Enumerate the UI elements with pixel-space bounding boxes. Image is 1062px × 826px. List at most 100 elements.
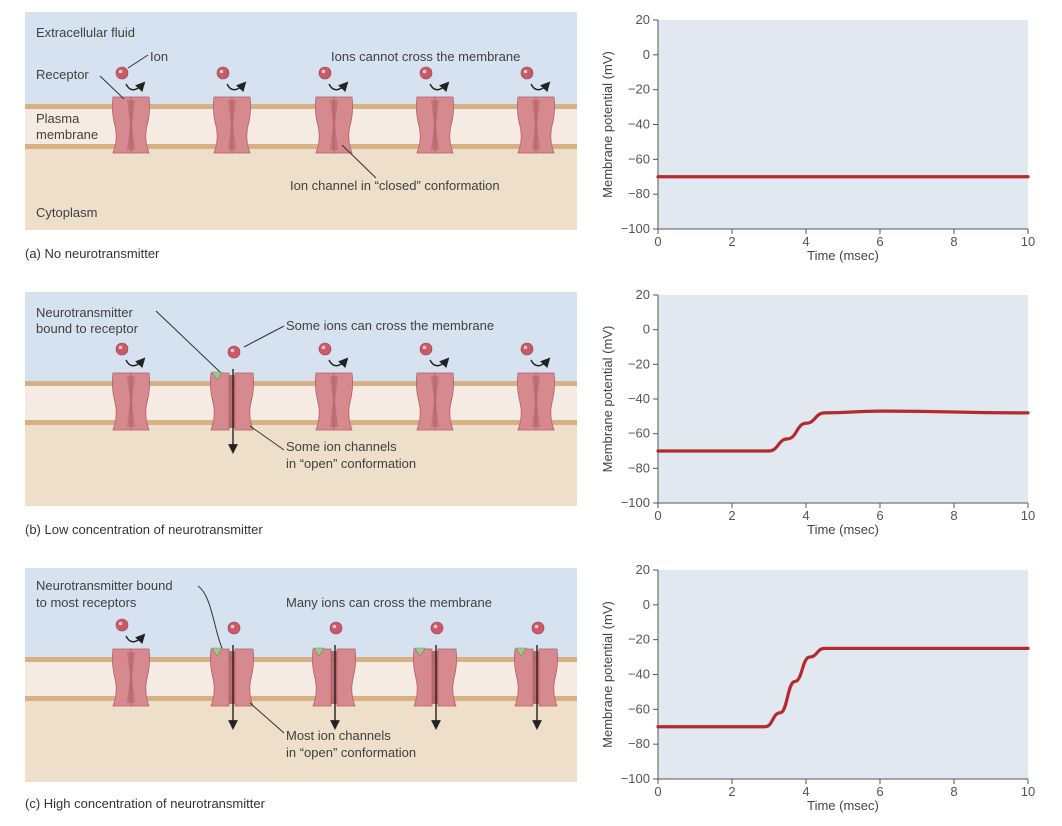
channel-pore	[229, 651, 235, 704]
ion-channels	[112, 618, 558, 730]
channel-subunit-right	[234, 372, 254, 431]
x-tick-label: 4	[802, 234, 809, 249]
closed-channel-leader-line	[341, 144, 377, 179]
x-tick-label: 6	[876, 234, 883, 249]
ion-bounce-arrow	[429, 81, 450, 93]
ion	[115, 342, 129, 356]
channel-pore	[330, 376, 338, 427]
y-axis-label: Membrane potential (mV)	[600, 326, 615, 473]
y-axis-label: Membrane potential (mV)	[600, 601, 615, 748]
open-ion-channel	[514, 621, 558, 730]
ion-highlight	[230, 624, 235, 629]
channel-subunit-left	[514, 648, 534, 707]
ion	[531, 621, 545, 635]
membrane-region	[25, 383, 577, 423]
label-open-channels-2: in “open” conformation	[286, 745, 416, 760]
channel-subunit-left	[517, 96, 537, 154]
neurotransmitter-leader-line	[197, 585, 223, 649]
channel-subunit-left	[517, 372, 537, 431]
ion-bounce-arrow	[125, 81, 146, 93]
membrane-potential-trace	[656, 409, 1030, 453]
y-tick-label: −40	[628, 391, 650, 406]
channel-subunit-right	[538, 648, 558, 707]
label-open-channels-2: in “open” conformation	[286, 456, 416, 471]
x-axis-label: Time (msec)	[807, 248, 879, 263]
y-tick-label: 20	[636, 12, 650, 27]
ion-bounce-arrow	[328, 357, 349, 369]
x-tick-label: 6	[876, 508, 883, 523]
neurotransmitter	[313, 647, 325, 657]
ion-bounce-arrow	[429, 357, 450, 369]
channel-pore	[331, 651, 337, 704]
x-tick-label: 8	[950, 784, 957, 799]
channel-pore	[127, 376, 135, 427]
cytoplasm-region	[25, 699, 577, 782]
x-tick-label: 4	[802, 784, 809, 799]
y-tick-label: −80	[628, 186, 650, 201]
x-tick-label: 10	[1021, 508, 1035, 523]
channel-subunit-right	[130, 648, 150, 707]
label-closed-channel: Ion channel in “closed” conformation	[290, 178, 500, 193]
extracellular-fluid-region	[25, 12, 577, 105]
caption-c: (c) High concentration of neurotransmitt…	[25, 796, 266, 811]
ion-highlight	[118, 345, 123, 350]
channel-subunit-right	[333, 372, 353, 431]
caption-b: (b) Low concentration of neurotransmitte…	[25, 522, 263, 537]
channel-subunit-left	[416, 96, 436, 154]
ion	[318, 342, 332, 356]
channel-pore	[431, 376, 439, 427]
closed-ion-channel	[517, 342, 555, 431]
closed-ion-channel	[517, 66, 555, 154]
ion-highlight	[219, 69, 224, 74]
y-tick-label: −60	[628, 151, 650, 166]
ion-highlight	[118, 621, 123, 626]
neurotransmitter	[211, 371, 223, 381]
x-tick-label: 2	[728, 508, 735, 523]
membrane-outer-line	[25, 657, 577, 662]
ion-highlight	[523, 69, 528, 74]
cytoplasm-region	[25, 148, 577, 230]
x-tick-label: 2	[728, 234, 735, 249]
membrane-region	[25, 105, 577, 148]
ion	[520, 66, 534, 80]
label-ions-cannot-cross: Ions cannot cross the membrane	[331, 49, 520, 64]
ion	[227, 345, 241, 359]
ion-highlight	[332, 624, 337, 629]
x-tick-label: 8	[950, 234, 957, 249]
membrane-inner-line	[25, 696, 577, 701]
x-tick-label: 10	[1021, 784, 1035, 799]
neurotransmitter-leader-line	[155, 310, 221, 373]
channel-subunit-right	[535, 372, 555, 431]
ion-bounce-arrow	[328, 81, 349, 93]
channel-subunit-right	[130, 96, 150, 154]
y-tick-label: 0	[643, 47, 650, 62]
channel-subunit-left	[112, 648, 132, 707]
y-tick-label: −20	[628, 356, 650, 371]
x-tick-label: 0	[654, 234, 661, 249]
membrane-outer-line	[25, 104, 577, 109]
ion	[115, 66, 129, 80]
channel-subunit-right	[333, 96, 353, 154]
ion-highlight	[534, 624, 539, 629]
channel-subunit-left	[312, 648, 332, 707]
channel-pore	[432, 651, 438, 704]
plot-area	[658, 20, 1028, 229]
label-neurotransmitter-2: bound to receptor	[36, 321, 139, 336]
label-receptor: Receptor	[36, 67, 89, 82]
channel-subunit-right	[234, 648, 254, 707]
y-tick-label: −40	[628, 667, 650, 682]
y-tick-label: 20	[636, 562, 650, 577]
neurotransmitter	[515, 647, 527, 657]
ion	[329, 621, 343, 635]
x-tick-label: 10	[1021, 234, 1035, 249]
ion-highlight	[523, 345, 528, 350]
closed-ion-channel	[416, 66, 454, 154]
ion-highlight	[422, 69, 427, 74]
ion	[430, 621, 444, 635]
channel-subunit-right	[231, 96, 251, 154]
membrane-inner-line	[25, 144, 577, 149]
panel-a-diagram: Extracellular fluid Ion Receptor Plasma …	[25, 12, 577, 230]
